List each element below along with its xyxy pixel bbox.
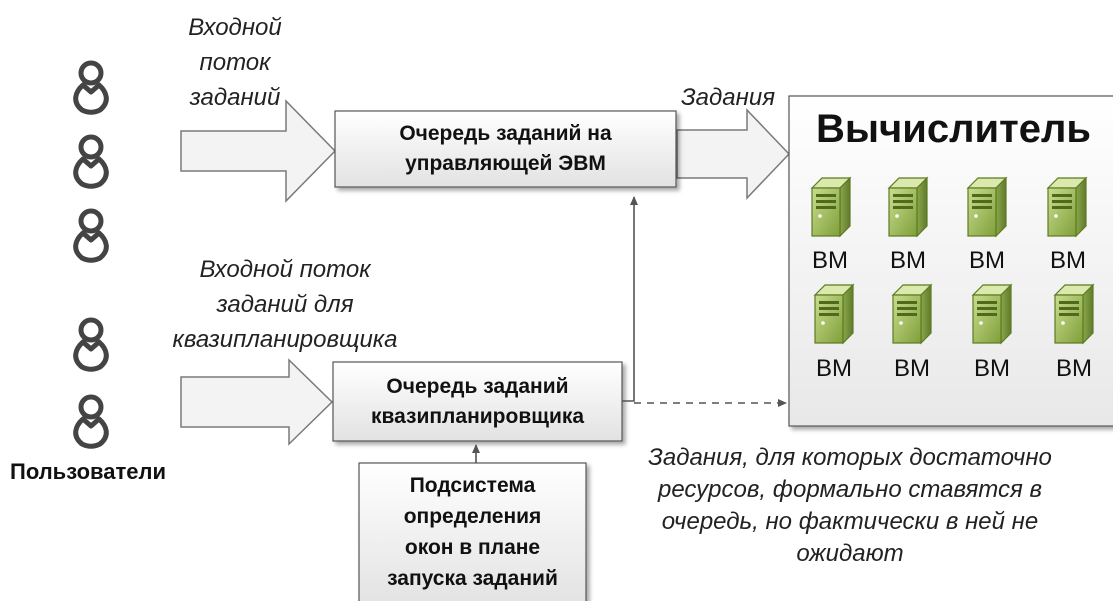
server-icon <box>892 284 932 344</box>
input-stream-arrow <box>180 99 337 203</box>
users-label: Пользователи <box>10 459 167 484</box>
vm-label: ВМ <box>1050 247 1086 274</box>
server-icon <box>888 177 928 237</box>
sufficient-resources-note: Задания, для которых достаточно ресурсов… <box>648 444 1052 567</box>
vm-label: ВМ <box>969 247 1005 274</box>
computer-title: Вычислитель <box>816 107 1091 151</box>
server-icon <box>1054 284 1094 344</box>
quasi-queue-label: Очередь заданий квазипланировщика <box>370 375 585 428</box>
users-group-bottom <box>76 320 107 446</box>
quasi-stream-label: Входной поток заданий для квазипланировщ… <box>172 256 398 353</box>
quasi-queue-box <box>332 361 623 442</box>
vm-label: ВМ <box>1056 355 1092 382</box>
vm-label: ВМ <box>890 247 926 274</box>
vm-label: ВМ <box>816 355 852 382</box>
server-icon <box>967 177 1007 237</box>
tasks-label: Задания <box>680 84 776 111</box>
user-icon <box>76 137 107 186</box>
server-icon <box>972 284 1012 344</box>
subsystem-box <box>358 462 587 601</box>
server-icon <box>811 177 851 237</box>
users-group-top <box>76 63 107 260</box>
quasi-stream-arrow <box>180 358 334 446</box>
user-icon <box>76 211 107 260</box>
vm-label: ВМ <box>894 355 930 382</box>
user-icon <box>76 63 107 112</box>
computer-box <box>788 95 1113 427</box>
vm-label: ВМ <box>812 247 848 274</box>
input-stream-label: Входной поток заданий <box>188 14 282 111</box>
tasks-to-computer-arrow <box>676 108 791 200</box>
quasi-to-control-arrow <box>622 196 638 402</box>
vm-label: ВМ <box>974 355 1010 382</box>
user-icon <box>76 397 107 446</box>
subsystem-label: Подсистема определения окон в плане запу… <box>387 474 558 590</box>
control-queue-label: Очередь заданий на управляющей ЭВМ <box>399 122 612 175</box>
control-queue-box <box>334 110 677 188</box>
user-icon <box>76 320 107 369</box>
server-icon <box>1047 177 1087 237</box>
server-icon <box>814 284 854 344</box>
